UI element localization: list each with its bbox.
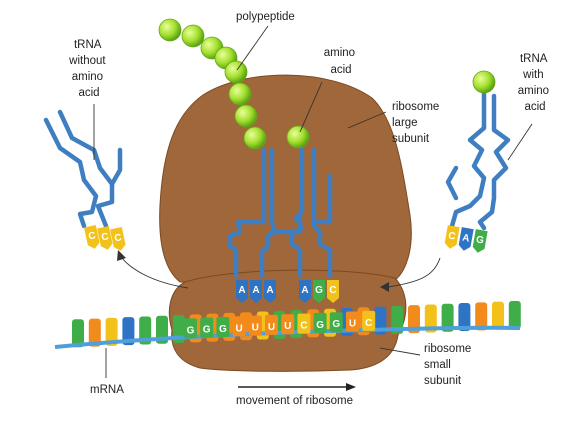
anticodon-right-ribosome: A (299, 280, 311, 303)
anticodon-exiting-trna: C (84, 224, 100, 249)
mrna-codon-base (248, 315, 262, 336)
anticodon-left-ribosome: A (250, 280, 262, 303)
mrna-base (391, 305, 404, 334)
mrna-base (122, 317, 135, 346)
mrna-base (424, 304, 437, 333)
mrna-codon-letter: G (332, 319, 340, 330)
mrna-codon-letter: U (268, 322, 275, 333)
label-mrna: mRNA (90, 384, 124, 396)
svg-text:G: G (315, 285, 323, 296)
label-trna-with-amino-acid: tRNA with amino acid (518, 53, 553, 113)
svg-text:G: G (475, 234, 485, 246)
mrna-codon-letter: G (316, 320, 324, 331)
mrna-codon-base (281, 314, 295, 335)
svg-text:C: C (447, 230, 456, 242)
polypeptide-amino-acid (158, 18, 182, 42)
trna-exiting-without-amino-acid (43, 109, 123, 229)
amino-acid-in-ribosome (286, 125, 310, 149)
anticodon-incoming-trna: A (458, 227, 474, 251)
trna-in-ribosome-right (289, 147, 333, 279)
mrna-codon-base (297, 313, 311, 334)
polypeptide-amino-acid (243, 126, 267, 150)
mrna-codon-base (362, 310, 376, 331)
mrna-base (72, 319, 84, 348)
svg-text:A: A (252, 285, 259, 296)
leader-trna-with (507, 123, 533, 161)
svg-text:A: A (301, 285, 308, 296)
mrna-codon-letter: U (235, 323, 242, 334)
mrna-base (88, 318, 101, 347)
mrna-codon-letter: C (300, 321, 307, 332)
mrna-codon-base (346, 311, 359, 332)
anticodon-incoming-trna: C (444, 225, 460, 249)
mrna-codon-base (184, 318, 197, 339)
mrna-codon-letter: U (284, 321, 291, 332)
mrna-codon-letter: U (252, 323, 259, 334)
trna-incoming-with-amino-acid (445, 81, 511, 231)
anticodon-right-ribosome: C (327, 280, 339, 303)
polypeptide-amino-acid (234, 104, 258, 128)
svg-text:A: A (238, 285, 245, 296)
entry-arrow (387, 257, 441, 288)
mrna-base (475, 302, 488, 331)
polypeptide-amino-acid (181, 24, 205, 48)
label-movement-of-ribosome: movement of ribosome (236, 395, 353, 407)
exit-arrow-head (117, 250, 126, 261)
svg-text:C: C (87, 230, 96, 242)
mrna-codon-letter: G (219, 324, 227, 335)
mrna-codon-letter: U (349, 319, 356, 330)
movement-arrow-head (346, 383, 356, 391)
ribosome-large-subunit (159, 74, 412, 283)
mrna-codon-base (200, 317, 214, 338)
svg-text:C: C (100, 231, 109, 243)
mrna-base (408, 305, 420, 334)
anticodon-incoming-trna: G (472, 229, 488, 253)
anticodon-exiting-trna: C (97, 225, 113, 250)
label-ribosome-large-subunit: ribosome large subunit (392, 101, 443, 145)
anticodon-left-ribosome: A (236, 280, 248, 303)
mrna-codon-base (313, 312, 327, 333)
amino-acid-on-incoming-trna (472, 70, 496, 94)
anticodon-right-ribosome: G (313, 280, 325, 303)
mrna-base (458, 303, 471, 332)
label-trna-without-amino-acid: tRNA without amino acid (68, 39, 109, 99)
svg-text:C: C (329, 285, 336, 296)
mrna-base (441, 303, 454, 332)
exit-arrow (121, 257, 189, 289)
mrna-codon-base (216, 316, 230, 337)
mrna-base (105, 317, 118, 346)
leader-amino-acid (299, 81, 323, 133)
leader-polypeptide (236, 25, 269, 71)
mrna-codon-base (232, 316, 246, 337)
svg-text:A: A (266, 285, 273, 296)
entry-arrow-head (380, 282, 389, 292)
anticodon-exiting-trna: C (110, 226, 126, 251)
mrna-base (492, 301, 504, 330)
mrna-base (139, 316, 152, 345)
polypeptide-amino-acid (228, 82, 252, 106)
mrna-codon-letter: G (187, 325, 195, 336)
svg-text:A: A (461, 232, 470, 244)
label-polypeptide: polypeptide (236, 11, 295, 23)
label-ribosome-small-subunit: ribosome small subunit (424, 343, 475, 387)
mrna-base (508, 300, 521, 329)
leader-ribosome-small (379, 347, 421, 356)
mrna-codon-base (329, 312, 343, 333)
polypeptide-chain (158, 18, 496, 150)
label-amino-acid: amino acid (324, 47, 359, 76)
polypeptide-amino-acid (224, 60, 248, 84)
leader-ribosome-large (347, 111, 387, 129)
svg-text:C: C (113, 232, 122, 244)
mrna-codon-letter: C (365, 318, 372, 329)
mrna-codon-base (265, 314, 278, 335)
anticodon-left-ribosome: A (264, 280, 276, 303)
mrna-codon-letter: G (203, 325, 211, 336)
